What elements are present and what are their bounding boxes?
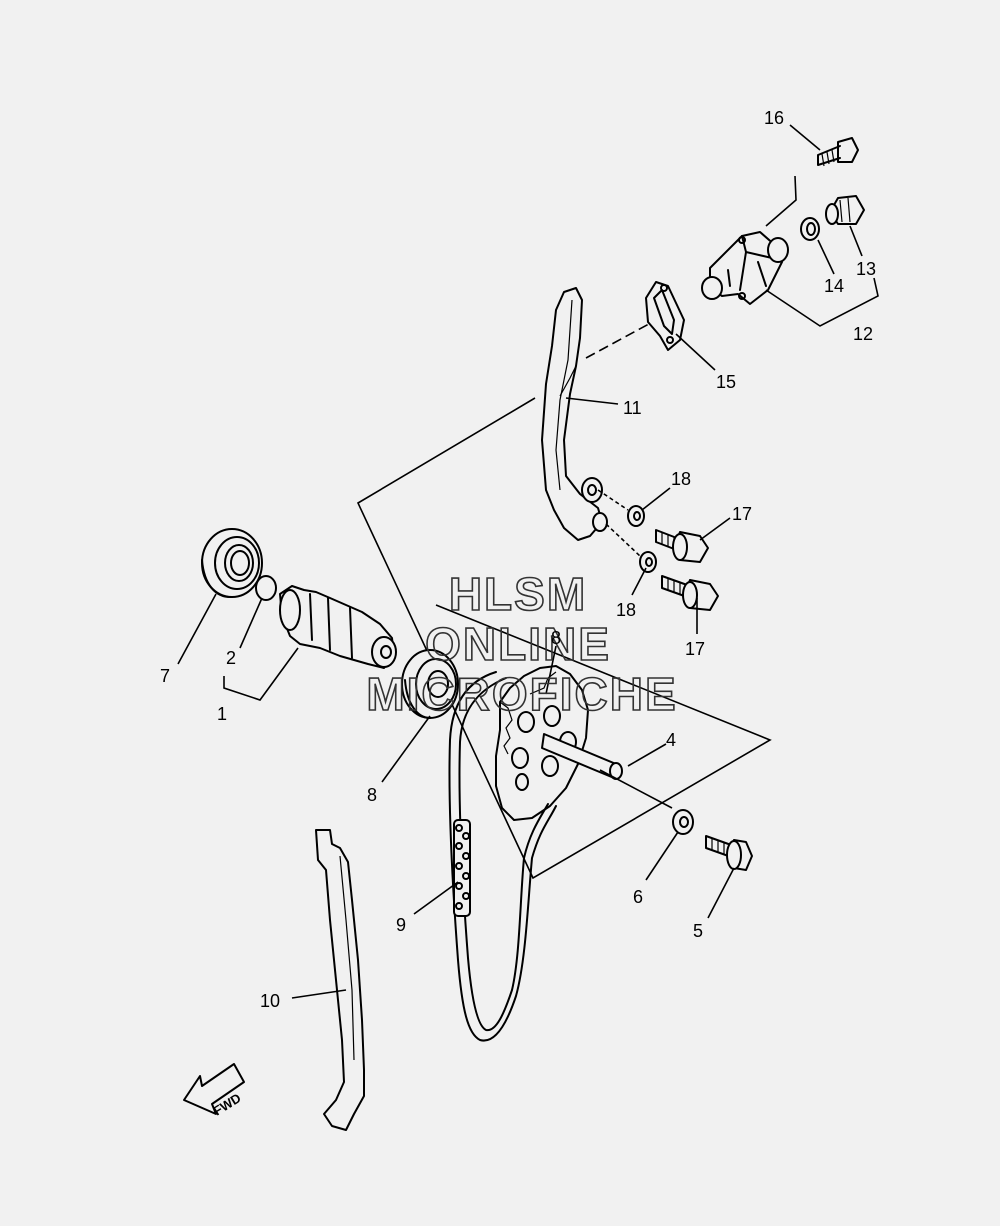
sprocket-8-small <box>401 649 459 719</box>
tensioner-12 <box>701 231 789 305</box>
callout-8-upper: 8 <box>551 628 561 648</box>
fwd-direction-arrow: FWD <box>183 1063 245 1119</box>
washer-6 <box>672 809 694 835</box>
bolt-17-lower <box>661 575 719 611</box>
camshaft-1 <box>279 585 397 669</box>
watermark-line-1: HLSM <box>449 568 587 620</box>
callout-leaders <box>177 124 879 999</box>
callout-12: 12 <box>853 324 873 344</box>
chain-guide-11 <box>541 287 641 557</box>
callout-5: 5 <box>693 921 703 941</box>
callout-10: 10 <box>260 991 280 1011</box>
callout-1: 1 <box>217 704 227 724</box>
watermark-line-2: ONLINE <box>425 618 611 670</box>
watermark-line-3: MICROFICHE <box>366 668 677 720</box>
bolt-17-upper <box>655 529 709 563</box>
callout-17-upper: 17 <box>732 504 752 524</box>
callout-2: 2 <box>226 648 236 668</box>
washer-18-upper <box>627 505 645 527</box>
pin-4 <box>541 733 673 809</box>
callout-9: 9 <box>396 915 406 935</box>
bearing-7 <box>201 528 263 599</box>
callout-18-upper: 18 <box>671 469 691 489</box>
callout-4: 4 <box>666 730 676 750</box>
chain-guide-10 <box>315 829 365 1131</box>
o-ring-2 <box>255 575 277 601</box>
washer-18-lower <box>639 551 657 573</box>
bolt-16 <box>765 137 859 227</box>
washer-14 <box>800 217 820 241</box>
callout-numbers: 16 13 14 12 15 11 18 17 18 17 7 2 1 4 8 … <box>160 108 876 1011</box>
cap-bolt-13 <box>825 195 865 225</box>
callout-14: 14 <box>824 276 844 296</box>
watermark: HLSM ONLINE MICROFICHE <box>366 567 677 721</box>
callout-15: 15 <box>716 372 736 392</box>
bolt-5 <box>705 835 753 871</box>
callout-11: 11 <box>623 398 642 418</box>
timing-chain-9 <box>448 671 557 1042</box>
explosion-bracket <box>356 317 772 880</box>
callout-16: 16 <box>764 108 784 128</box>
callout-17-lower: 17 <box>685 639 705 659</box>
callout-13: 13 <box>856 259 876 279</box>
callout-7: 7 <box>160 666 170 686</box>
callout-6: 6 <box>633 887 643 907</box>
gasket-15 <box>645 281 685 351</box>
callout-8-lower: 8 <box>367 785 377 805</box>
callout-18-lower: 18 <box>616 600 636 620</box>
